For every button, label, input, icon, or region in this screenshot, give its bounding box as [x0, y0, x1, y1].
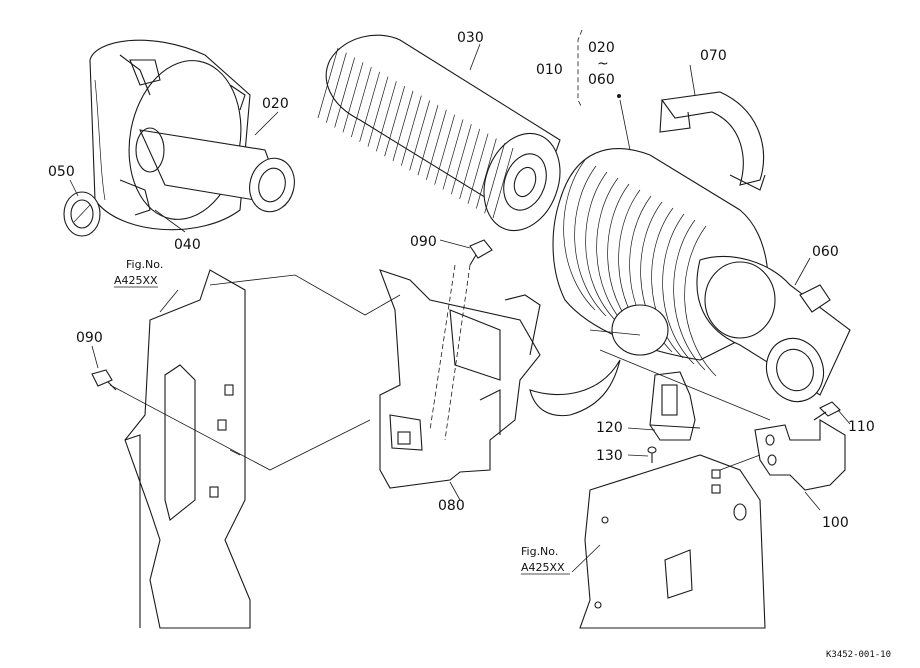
label-leaders	[69, 29, 851, 573]
label-120: 120	[596, 420, 623, 436]
range-dot	[617, 94, 621, 98]
label-020: 020	[262, 96, 289, 112]
bolt-090-lower	[91, 369, 117, 391]
right-frame-panel	[579, 454, 766, 629]
fig-ref-lower-line2: A425XX	[521, 561, 565, 574]
air-cleaner-cover	[89, 39, 295, 231]
label-020-range-start: 020	[588, 40, 615, 56]
label-100: 100	[822, 515, 849, 531]
bolt-110	[813, 401, 841, 421]
left-frame-panel	[124, 269, 251, 629]
mounting-band	[659, 91, 766, 191]
drawing-code: K3452-001-10	[826, 650, 891, 660]
fig-ref-lower: Fig.No. A425XX	[521, 545, 570, 575]
evacuator-valve	[63, 191, 101, 237]
label-030: 030	[457, 30, 484, 46]
label-050: 050	[48, 164, 75, 180]
fig-ref-upper-line2: A425XX	[114, 274, 158, 287]
part-labels: 020 030 010 020 ~ 060 070 050 040 090 06…	[48, 30, 875, 531]
assembly-lines	[109, 264, 771, 471]
label-110: 110	[848, 419, 875, 435]
air-cleaner-body	[552, 148, 851, 403]
fig-ref-upper: Fig.No. A425XX	[114, 258, 163, 288]
fig-ref-upper-line1: Fig.No.	[126, 258, 163, 271]
sensor-screw	[647, 446, 657, 463]
label-080: 080	[438, 498, 465, 514]
label-130: 130	[596, 448, 623, 464]
air-flow-sensor	[649, 371, 701, 441]
label-090-lower: 090	[76, 330, 103, 346]
label-090-upper: 090	[410, 234, 437, 250]
label-060-range-end: 060	[588, 72, 615, 88]
fig-ref-lower-line1: Fig.No.	[521, 545, 558, 558]
sensor-bracket	[754, 419, 846, 491]
filter-element	[317, 34, 561, 232]
label-070: 070	[700, 48, 727, 64]
label-040: 040	[174, 237, 201, 253]
label-010: 010	[536, 62, 563, 78]
bolt-090-upper	[469, 239, 493, 266]
range-tilde: ~	[597, 56, 609, 72]
label-060: 060	[812, 244, 839, 260]
air-cleaner-bracket	[379, 269, 621, 489]
